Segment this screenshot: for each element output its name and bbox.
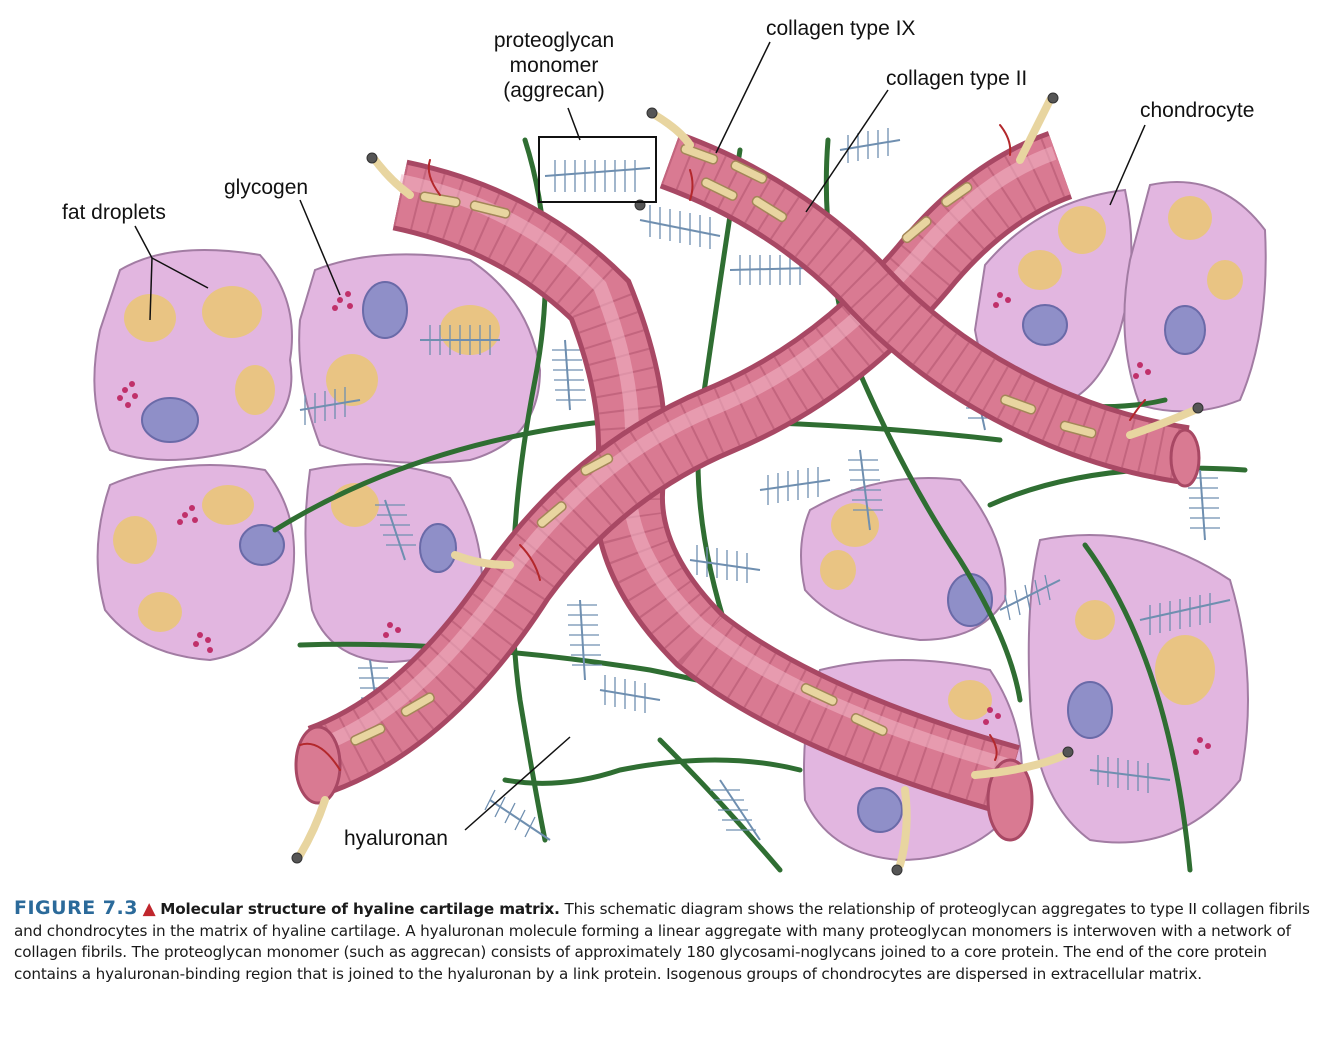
fat-droplet [820,550,856,590]
diagram-canvas [93,41,1267,876]
proteoglycan-monomer [848,449,883,531]
fat-droplet [1075,600,1115,640]
nucleus [239,524,285,566]
chondrocyte [800,477,1007,642]
hyaluronan-strand [502,757,803,786]
nucleus [1067,681,1113,739]
label-fat-droplets: fat droplets [62,201,166,224]
proteoglycan-monomer [839,128,901,163]
fat-droplet [1168,196,1212,240]
proteoglycan-monomer [729,255,811,285]
fat-droplet [113,516,157,564]
proteoglycan-monomer [567,599,602,681]
hyaluronan-strand [657,737,783,873]
label-collagen-type-ii: collagen type II [886,67,1028,90]
chondrocyte [93,249,293,461]
hyaluronan-strand [987,465,1248,508]
proteoglycan-monomer [599,675,661,713]
chondrocyte [1027,534,1249,844]
fat-droplet [202,286,262,338]
nucleus [141,397,199,443]
label-proteoglycan-monomer: proteoglycan monomer (aggrecan) [493,29,615,102]
nucleus [1164,305,1206,355]
proteoglycan-monomer [710,779,761,841]
figure-number: FIGURE 7.3 [14,897,138,919]
proteoglycan-monomer [552,339,586,411]
leader-lines [134,41,1146,831]
proteoglycan-monomer [999,574,1061,621]
fat-droplet [948,680,992,720]
figure-caption: FIGURE 7.3 ▲ Molecular structure of hyal… [14,897,1324,985]
nucleus [1022,304,1068,346]
glycogen-dots [117,291,1211,755]
chondrocyte [1123,181,1267,413]
collagen-ix-tails [296,96,1199,869]
proteoglycan-monomer [299,387,361,425]
nucleus [362,281,408,339]
label-chondrocyte: chondrocyte [1140,99,1255,122]
proteoglycan-monomer [639,205,721,249]
fat-droplet [1058,206,1106,254]
proteoglycan-monomer [759,467,831,505]
figure-title: Molecular structure of hyaline cartilage… [160,900,560,918]
fat-droplet [1207,260,1243,300]
proteoglycan-monomer [689,545,761,583]
proteoglycan-monomer [544,160,651,192]
proteoglycan-monomer [484,789,551,841]
fat-droplet [138,592,182,632]
nucleus [419,523,457,573]
fat-droplet [235,365,275,415]
figure-description: This schematic diagram shows the relatio… [14,900,1310,983]
chondrocyte-group [93,181,1267,862]
fat-droplet [1018,250,1062,290]
collagen-type-ix-molecules [350,143,1097,746]
proteoglycan-monomer [1188,469,1220,541]
triangle-marker-icon: ▲ [142,899,156,919]
label-hyaluronan: hyaluronan [344,827,448,850]
chondrocyte [973,188,1133,412]
collagen-ix-knobs [291,92,1204,876]
proteoglycan-monomer [375,499,416,561]
proteoglycan-monomer [1139,593,1231,635]
proteoglycan-monomer [420,325,500,355]
fibril-end [1169,428,1201,488]
proteoglycan-monomer [1089,755,1171,793]
chondrocyte [298,253,542,464]
label-collagen-type-ix: collagen type IX [766,17,916,40]
label-glycogen: glycogen [224,176,309,199]
cartilage-matrix-diagram: proteoglycan monomer (aggrecan) collagen… [62,17,1267,876]
proteoglycan-aggregates [299,128,1231,841]
fat-droplet [326,354,378,406]
fat-droplet [202,485,254,525]
proteoglycan-highlight-box [538,136,657,203]
fat-droplet [1155,635,1215,705]
nucleus [857,787,903,833]
fibril-end [294,725,342,805]
fibril-end [986,758,1034,842]
chondrocyte [96,464,296,662]
hyaluronan-strand [1082,542,1193,873]
